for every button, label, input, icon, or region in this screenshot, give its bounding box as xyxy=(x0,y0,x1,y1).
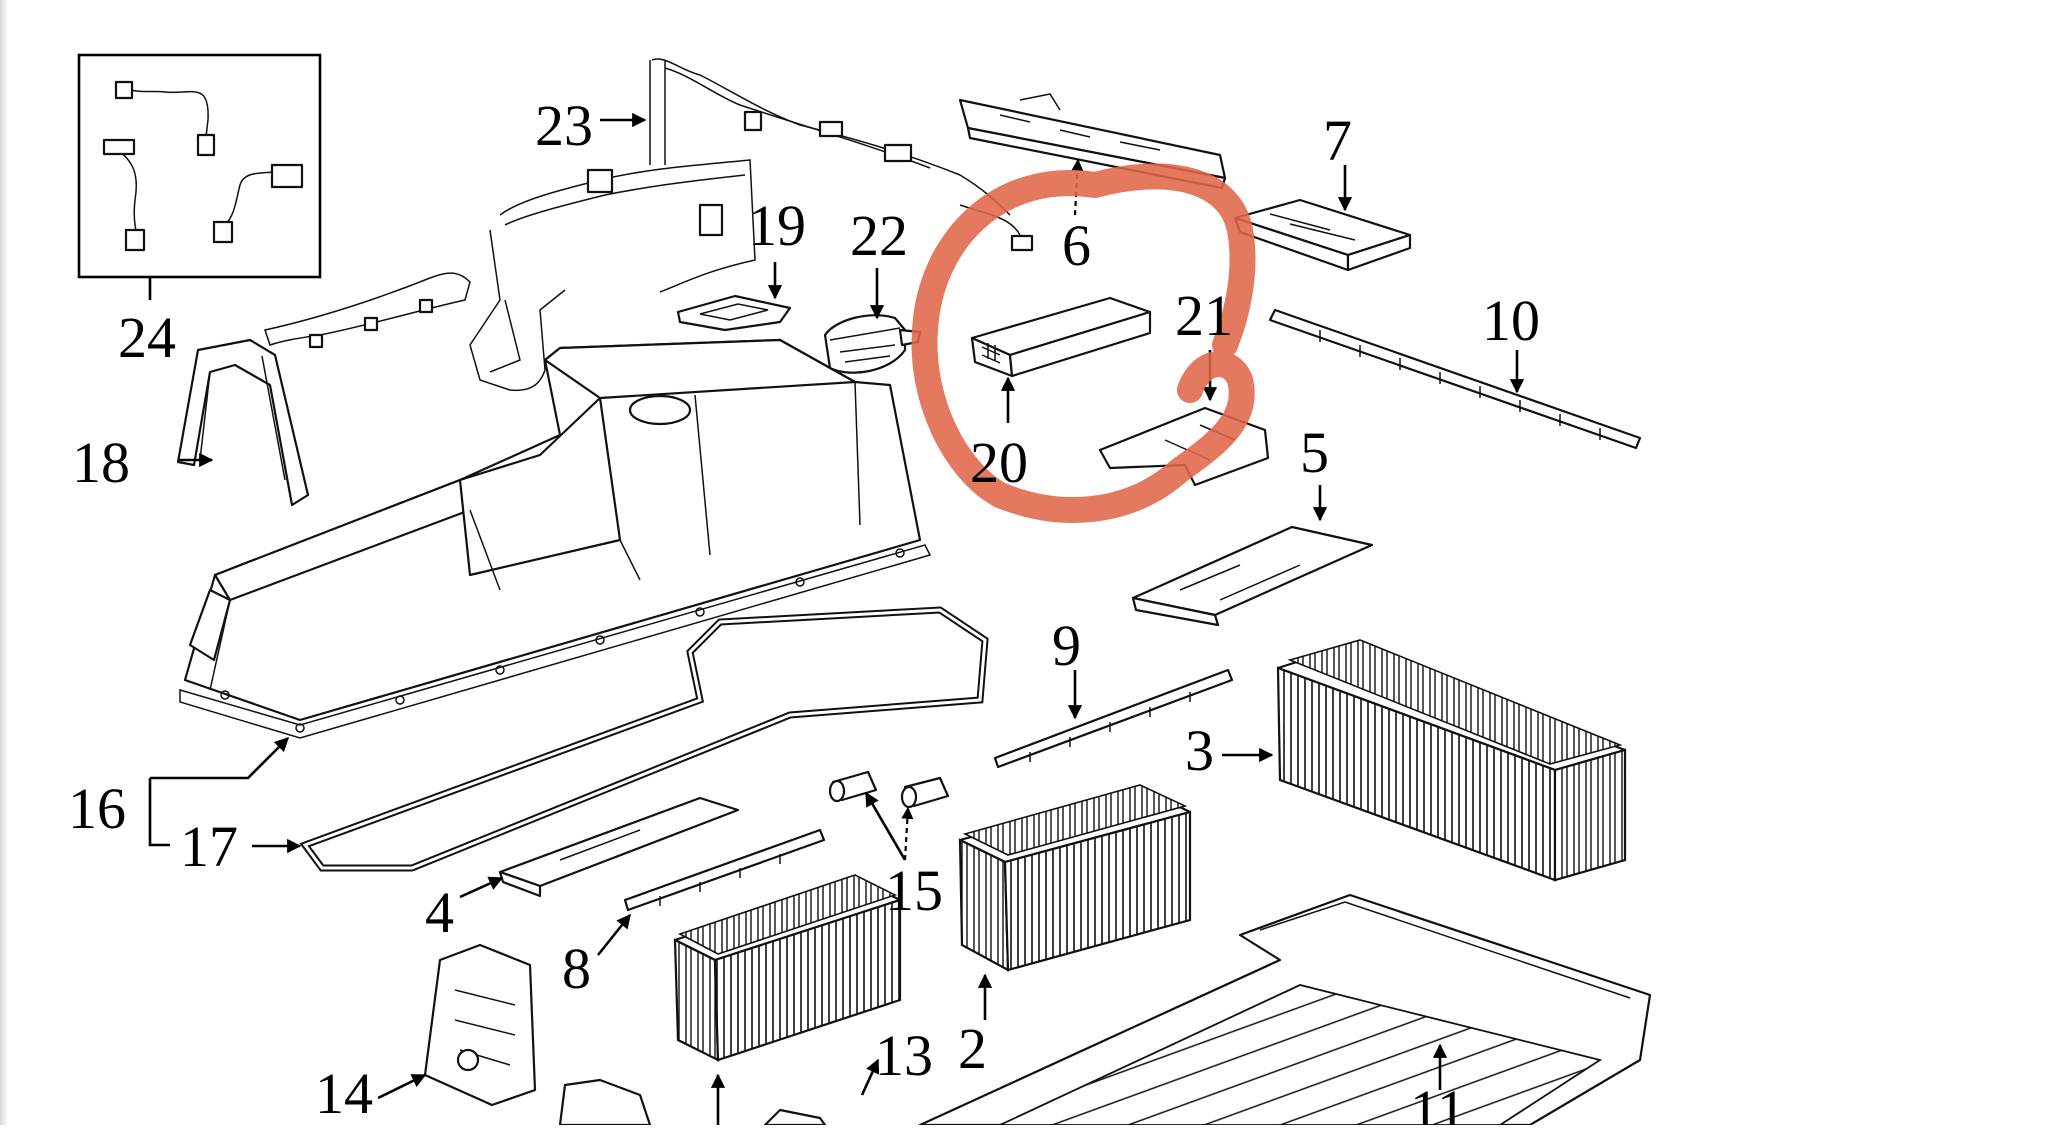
callout-8: 8 xyxy=(562,936,591,1001)
leader-lines xyxy=(148,112,1525,1125)
callout-19: 19 xyxy=(748,193,806,258)
partial-part-bottom-2 xyxy=(763,1108,827,1127)
callout-14: 14 xyxy=(315,1061,373,1125)
junction-block-14 xyxy=(423,943,537,1107)
callout-15: 15 xyxy=(885,858,943,923)
gasket-19 xyxy=(676,294,792,332)
page-edge-shadow xyxy=(0,0,8,1125)
bus-bar-9 xyxy=(993,668,1234,769)
callout-24: 24 xyxy=(118,305,176,370)
callout-11: 11 xyxy=(1410,1078,1466,1125)
cover-plate-4 xyxy=(498,796,740,898)
fan-22 xyxy=(823,314,922,374)
callout-2: 2 xyxy=(958,1016,987,1081)
callout-22: 22 xyxy=(850,203,908,268)
partial-part-bottom xyxy=(558,1078,652,1127)
harness-kit-box xyxy=(77,53,322,300)
callout-6: 6 xyxy=(1062,213,1091,278)
callout-3: 3 xyxy=(1185,718,1214,783)
battery-module-2 xyxy=(958,784,1192,972)
battery-tray-11 xyxy=(918,893,1652,1127)
callout-13: 13 xyxy=(875,1023,933,1088)
cover-plate-5 xyxy=(1131,525,1374,627)
spacers-15 xyxy=(828,770,950,809)
support-bracket-18 xyxy=(176,338,310,507)
callout-20: 20 xyxy=(970,430,1028,495)
callout-labels: 24 23 19 22 6 7 21 10 20 18 5 9 3 16 17 … xyxy=(68,93,1540,1130)
callout-23: 23 xyxy=(535,93,593,158)
callout-16: 16 xyxy=(68,776,126,841)
highlight-circle xyxy=(911,163,1256,523)
bus-bar-10 xyxy=(1268,308,1642,450)
callout-5: 5 xyxy=(1300,420,1329,485)
callout-18: 18 xyxy=(72,430,130,495)
battery-module-3 xyxy=(1276,639,1627,882)
callout-7: 7 xyxy=(1323,108,1352,173)
callout-9: 9 xyxy=(1052,613,1081,678)
battery-module-13 xyxy=(673,874,902,1062)
battery-cover xyxy=(179,338,932,739)
bus-bar-8 xyxy=(623,828,826,912)
callout-17: 17 xyxy=(180,814,238,879)
callout-21: 21 xyxy=(1175,283,1233,348)
callout-4: 4 xyxy=(425,880,454,945)
callout-10: 10 xyxy=(1482,288,1540,353)
control-module-20 xyxy=(970,296,1152,378)
wiring-harness xyxy=(264,58,1034,392)
bracket-7 xyxy=(1233,198,1412,272)
